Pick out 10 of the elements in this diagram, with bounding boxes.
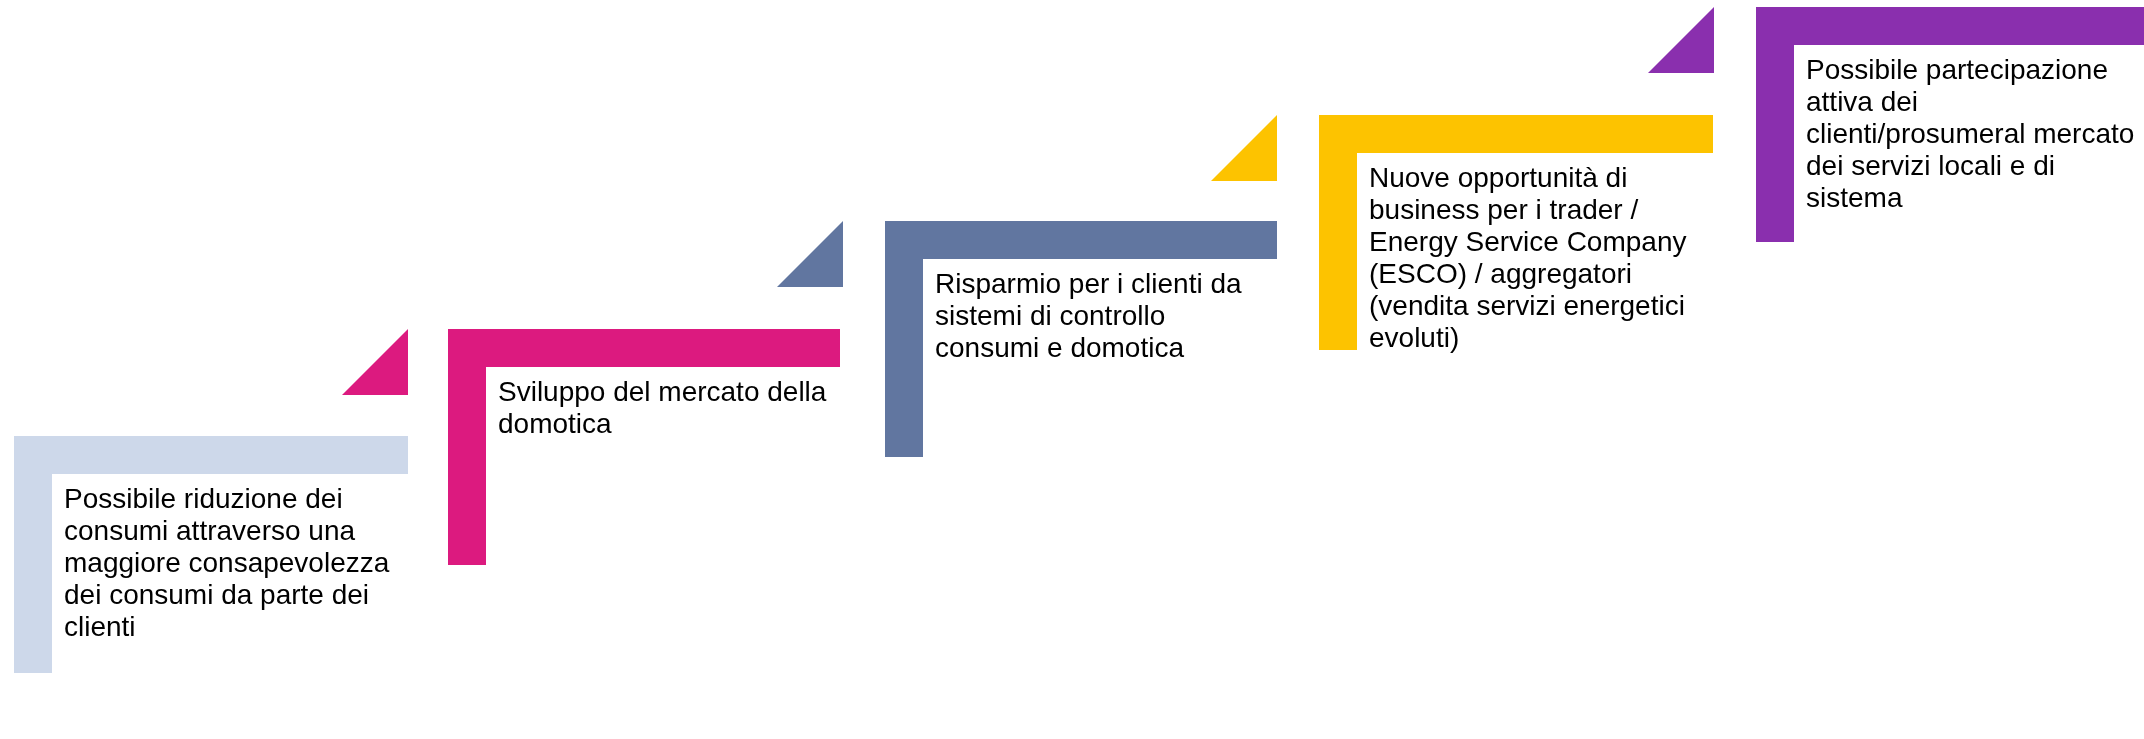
step-bracket [1756,7,2144,242]
step-bracket [885,221,1277,457]
step-bracket [448,329,840,565]
step-text: Possibile partecipazione attiva dei clienti/prosumeral mercato dei servizi locali e di sistema [1806,54,2136,214]
step-text: Nuove opportunità di business per i trader / Energy Service Company (ESCO) / aggregatori (vendita servizi energetici evoluti) [1369,162,1688,354]
step-text: Possibile riduzione dei consumi attraverso una maggiore consapevolezza dei consumi da parte dei clienti [64,483,391,643]
step-text: Risparmio per i clienti da sistemi di controllo consumi e domotica [935,268,1243,364]
step-text: Sviluppo del mercato della domotica [498,376,828,440]
step-bracket [14,436,408,673]
step-bracket [1319,115,1713,354]
